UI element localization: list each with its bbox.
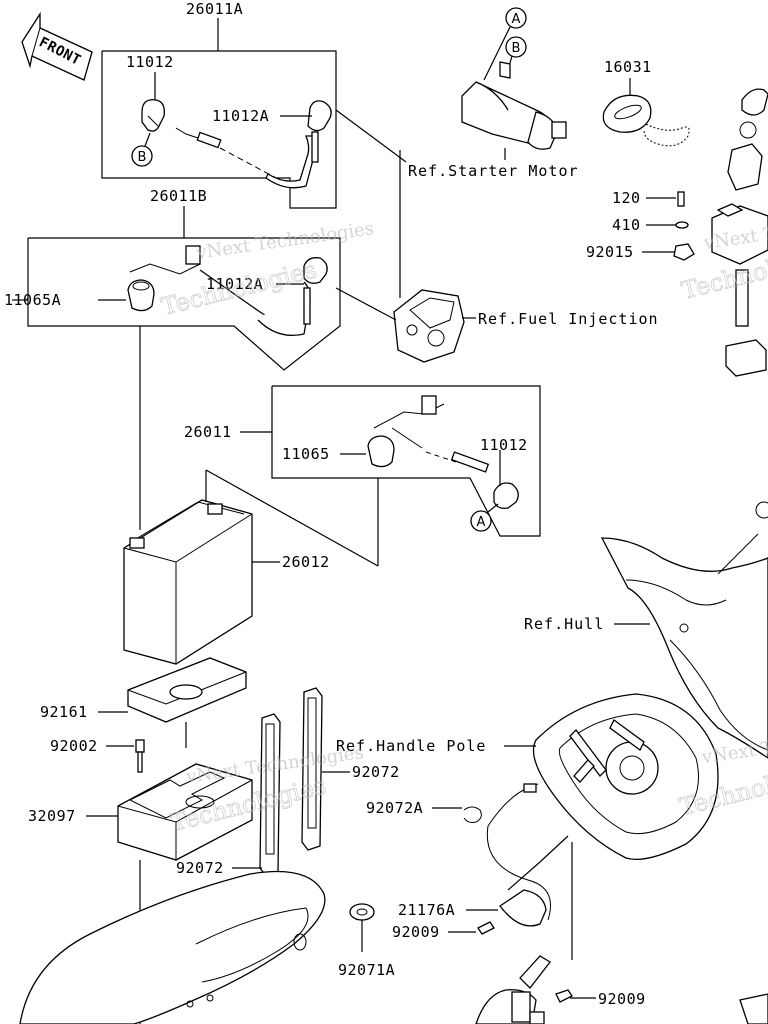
harness-26011-group: 26011 11065 11012 A — [184, 385, 541, 537]
part-label-21176A: 21176A — [398, 901, 455, 919]
part-label-11065A: 11065A — [4, 291, 61, 309]
part-label-11012-mid: 11012 — [480, 436, 528, 454]
part-label-92071A: 92071A — [338, 961, 395, 979]
handle-pole-bottom: 92009 — [475, 842, 768, 1024]
battery-tray-92161: 92161 — [40, 657, 247, 748]
part-label-92072-b: 92072 — [176, 859, 224, 877]
part-label-11012A-top: 11012A — [212, 107, 269, 125]
key-tether-16031: 16031 — [602, 58, 768, 191]
part-label-410: 410 — [612, 216, 641, 234]
part-label-26011A: 26011A — [186, 0, 243, 18]
svg-text:A: A — [477, 515, 486, 530]
grommet-92071A: 92071A — [338, 903, 395, 979]
part-label-120: 120 — [612, 189, 641, 207]
part-label-16031: 16031 — [604, 58, 652, 76]
handle-pole-plate: Ref.Handle Pole — [336, 693, 719, 861]
part-label-26011: 26011 — [184, 423, 232, 441]
part-label-32097: 32097 — [28, 807, 76, 825]
callout-A-mid — [470, 510, 492, 532]
part-label-11012A-mid: 11012A — [206, 275, 263, 293]
part-label-92072A: 92072A — [366, 799, 423, 817]
callout-A-top — [505, 7, 527, 29]
fuel-injection-block: Ref.Fuel Injection — [335, 150, 659, 363]
part-label-26011B: 26011B — [150, 187, 207, 205]
ref-handle-pole: Ref.Handle Pole — [336, 737, 486, 755]
part-label-26012: 26012 — [282, 553, 330, 571]
callout-B-left — [131, 145, 153, 167]
svg-text:B: B — [512, 41, 521, 56]
part-label-92072-a: 92072 — [352, 763, 400, 781]
switch-assembly: 120 410 92015 — [586, 189, 768, 377]
front-arrow-icon: FRONT — [21, 11, 93, 81]
part-label-11012-top: 11012 — [126, 53, 174, 71]
svg-text:B: B — [138, 150, 147, 165]
part-label-92015: 92015 — [586, 243, 634, 261]
part-label-92009-b: 92009 — [598, 990, 646, 1008]
sensor-21176A: 92072A 21176A 92009 — [366, 783, 569, 941]
hull-right: Ref.Hull — [524, 501, 768, 759]
part-label-92002: 92002 — [50, 737, 98, 755]
harness-26011B-group: 26011B 11065A 11012A — [4, 187, 341, 530]
battery-26012: 26012 — [123, 469, 379, 665]
part-label-92161: 92161 — [40, 703, 88, 721]
ref-starter-motor: Ref.Starter Motor — [408, 162, 579, 180]
part-label-92009-a: 92009 — [392, 923, 440, 941]
part-label-11065: 11065 — [282, 445, 330, 463]
ref-fuel-injection: Ref.Fuel Injection — [478, 310, 659, 328]
bolt-92002: 92002 — [50, 737, 145, 773]
hull-lower-left — [19, 870, 326, 1024]
ref-hull: Ref.Hull — [524, 615, 604, 633]
callout-B-top — [505, 36, 527, 58]
straps-92072: 92072 92072 — [176, 687, 400, 877]
harness-26011A-group: 26011A 11012 B 11012A — [101, 0, 337, 209]
starter-motor: A B Ref.Starter Motor — [335, 7, 579, 180]
svg-text:A: A — [512, 12, 521, 27]
watermark-brand-1: vNext Technologies — [194, 218, 375, 264]
